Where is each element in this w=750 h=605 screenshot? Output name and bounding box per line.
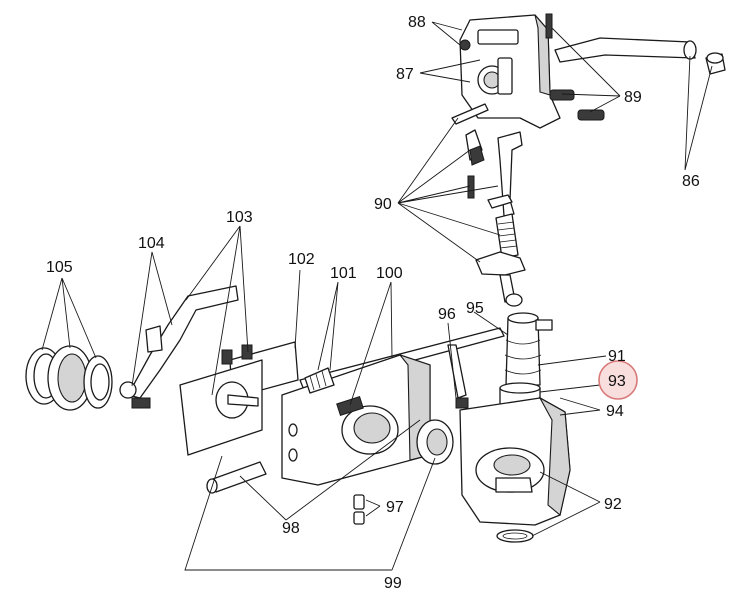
callout-87: 87 <box>396 66 414 83</box>
main-block-100 <box>281 353 431 486</box>
callout-86: 86 <box>682 173 700 190</box>
callout-91: 91 <box>608 348 626 365</box>
pins-98 <box>206 461 267 494</box>
callout-100: 100 <box>376 265 403 282</box>
leader-lines <box>41 21 713 571</box>
top-control-housing <box>459 13 561 129</box>
callout-92: 92 <box>604 496 622 513</box>
callout-89: 89 <box>624 89 642 106</box>
callout-98: 98 <box>282 520 300 537</box>
callout-88: 88 <box>408 14 426 31</box>
callout-95: 95 <box>466 300 484 317</box>
callout-96: 96 <box>438 306 456 323</box>
rings-105 <box>25 345 113 411</box>
callout-97: 97 <box>386 499 404 516</box>
hitch-jaw-body <box>459 396 571 543</box>
bushing <box>416 419 454 465</box>
callout-90: 90 <box>374 196 392 213</box>
callout-101: 101 <box>330 265 357 282</box>
callout-102: 102 <box>288 251 315 268</box>
callout-93: 93 <box>608 373 626 390</box>
linkage-parts-90 <box>451 103 526 307</box>
side-plate-103 <box>179 344 263 456</box>
small-pins-97 <box>353 494 365 525</box>
bolts-89 <box>549 89 605 121</box>
pin-96 <box>447 344 469 409</box>
upper-shaft-91 <box>504 312 553 386</box>
callout-105: 105 <box>46 259 73 276</box>
callout-labels: 88 87 89 86 90 103 104 105 102 101 100 9… <box>46 14 700 592</box>
callout-94: 94 <box>606 403 624 420</box>
callout-103: 103 <box>226 209 253 226</box>
lever-handle-rod <box>554 37 726 75</box>
callout-93-highlight-circle <box>598 360 638 400</box>
callout-99: 99 <box>384 575 402 592</box>
springs-101 <box>304 367 335 394</box>
callout-104: 104 <box>138 235 165 252</box>
